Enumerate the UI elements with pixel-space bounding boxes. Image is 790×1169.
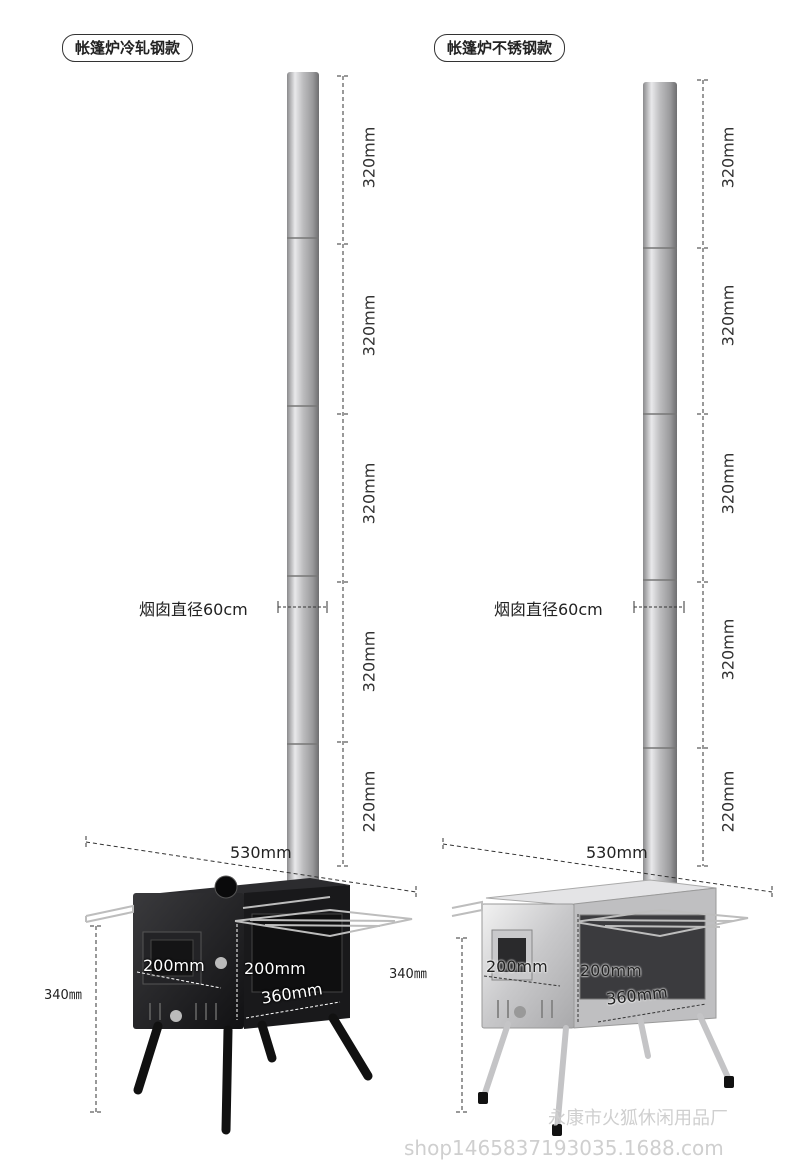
left-height-dimension-line (90, 925, 102, 1113)
right-height-dimension-line (456, 937, 468, 1113)
right-height-label: 340㎜ (389, 967, 427, 982)
left-segment-3-label: 320mm (359, 462, 379, 525)
left-diameter-label: 烟囱直径60cm (139, 600, 248, 619)
right-stove-body (451, 879, 749, 1136)
right-diameter-arrow (633, 601, 685, 613)
right-door-width-label: 200mm (486, 957, 548, 976)
left-segment-5-label: 220mm (359, 770, 379, 833)
right-segment-5-label: 220mm (718, 770, 738, 833)
model-badge-stainless-steel: 帐篷炉不锈钢款 (434, 34, 566, 62)
right-segment-dimension-lines (697, 79, 709, 867)
left-door-dimension-lines (136, 924, 341, 1020)
right-width-label: 530mm (586, 843, 648, 862)
left-door-width-label: 200mm (143, 956, 205, 975)
right-segment-3-label: 320mm (718, 452, 738, 515)
right-diameter-label: 烟囱直径60cm (494, 600, 603, 619)
right-segment-1-label: 320mm (718, 126, 738, 189)
left-diameter-arrow (277, 601, 328, 613)
right-chimney-pipe (643, 82, 677, 888)
right-segment-2-label: 320mm (718, 284, 738, 347)
right-width-dimension-line (442, 838, 773, 898)
watermark-url: shop1465837193035.1688.com (404, 1136, 724, 1160)
left-segment-2-label: 320mm (359, 294, 379, 357)
left-segment-1-label: 320mm (359, 126, 379, 189)
right-segment-4-label: 320mm (718, 618, 738, 681)
left-segment-4-label: 320mm (359, 630, 379, 693)
right-door-dimension-lines (483, 914, 707, 1024)
right-door-height-label: 200mm (580, 961, 642, 980)
left-door-height-label: 200mm (244, 959, 306, 978)
model-badge-cold-rolled-steel: 帐篷炉冷轧钢款 (62, 34, 194, 62)
left-segment-dimension-lines (337, 75, 349, 867)
left-width-dimension-line (85, 836, 417, 898)
watermark-shop-name: 永康市火狐休闲用品厂 (548, 1108, 728, 1129)
left-height-label: 340㎜ (44, 988, 82, 1003)
left-chimney-pipe (287, 72, 319, 884)
left-width-label: 530mm (230, 843, 292, 862)
left-stove-body (85, 875, 413, 1135)
